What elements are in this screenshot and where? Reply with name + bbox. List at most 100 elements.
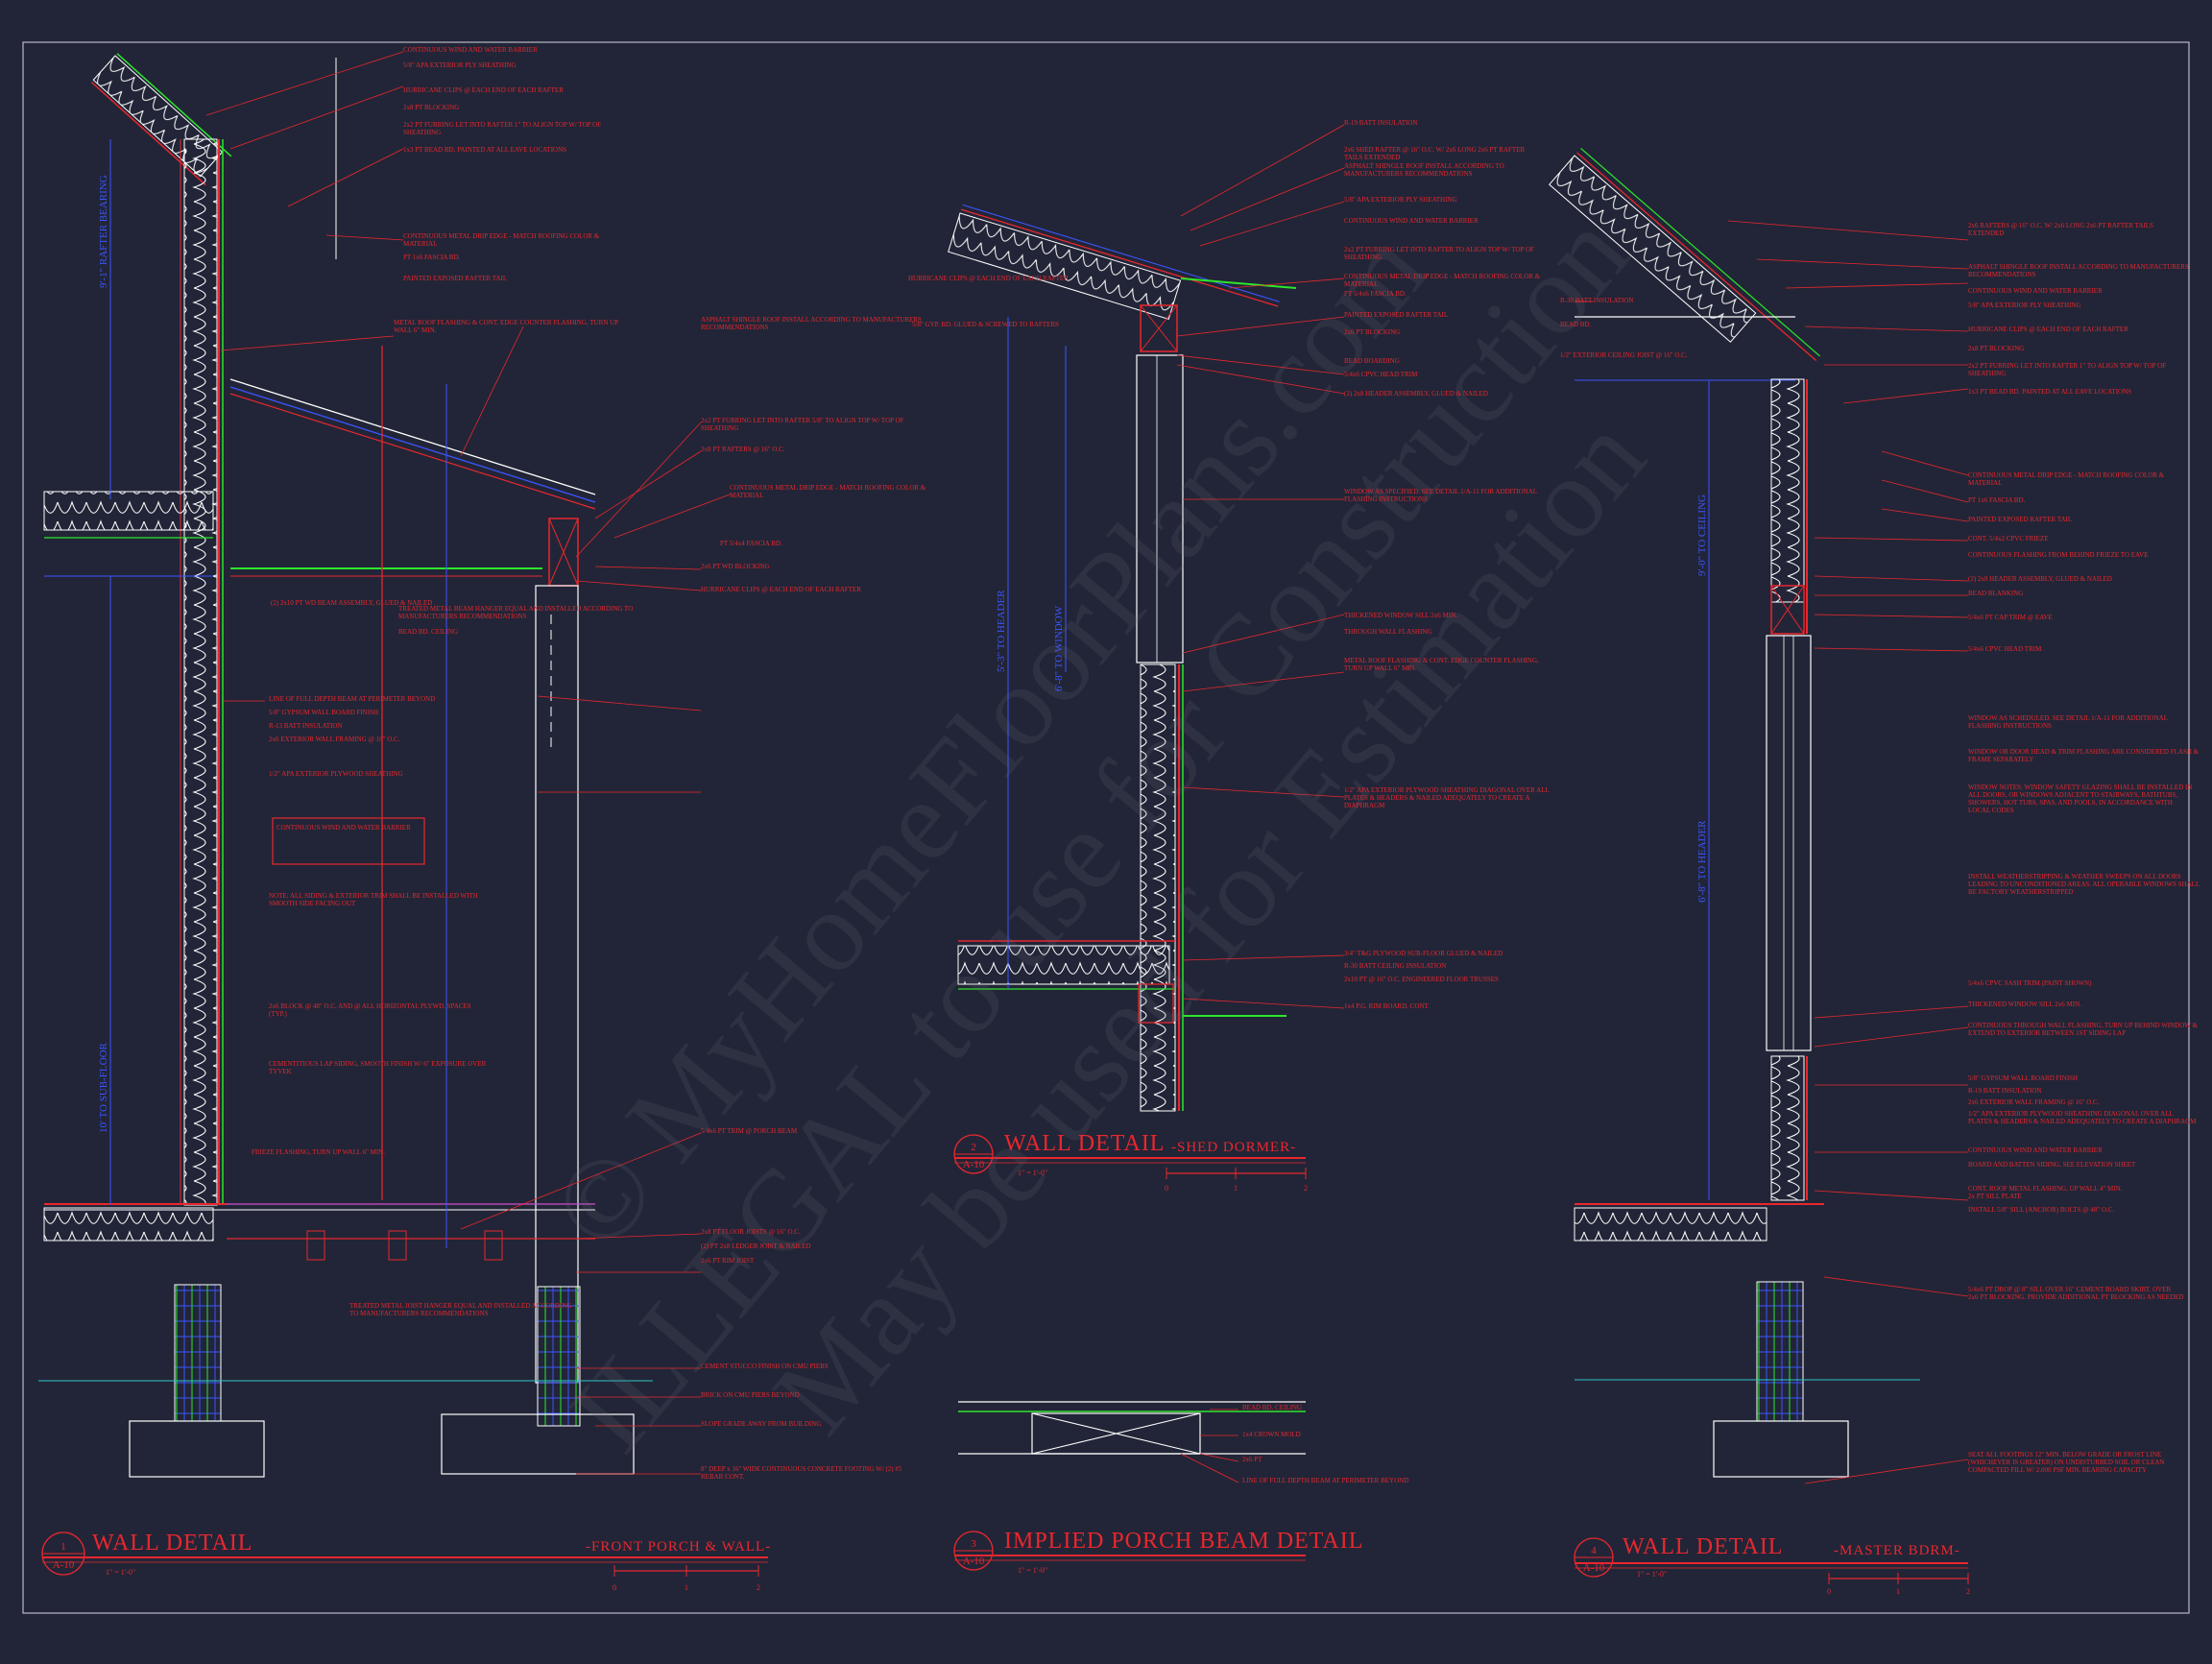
detail-2-shed-dormer bbox=[948, 124, 1345, 1179]
detail1-note: NOTE: ALL SIDING & EXTERIOR TRIM SHALL B… bbox=[269, 892, 478, 907]
detail1-note: 2x2 PT FURRING LET INTO RAFTER 5/8" TO A… bbox=[701, 417, 904, 432]
d1-wall-insulation bbox=[183, 138, 218, 1206]
d2-bar-2: 2 bbox=[1304, 1184, 1308, 1193]
detail-3-title-block: 3 A-10 IMPLIED PORCH BEAM DETAIL 1" = 1'… bbox=[963, 1529, 1363, 1575]
detail4-note: BEAD BD. bbox=[1560, 321, 1592, 328]
d2-bar-0: 0 bbox=[1165, 1184, 1168, 1193]
d2-subtitle: -SHED DORMER- bbox=[1171, 1140, 1296, 1155]
detail2-note: ASPHALT SHINGLE ROOF INSTALL ACCORDING T… bbox=[1344, 162, 1504, 178]
detail1-note: BRICK ON CMU PIERS BEYOND bbox=[701, 1391, 800, 1399]
d2-scale: 1" = 1'-0" bbox=[1018, 1169, 1047, 1177]
detail4-note: PT 1x6 FASCIA BD. bbox=[1968, 496, 2026, 504]
d2-bar-1: 1 bbox=[1234, 1184, 1238, 1193]
detail4-note: CONT. ROOF METAL FLASHING, UP WALL 4" MI… bbox=[1968, 1185, 2123, 1193]
detail1-note: 8" DEEP x 16" WIDE CONTINUOUS CONCRETE F… bbox=[701, 1465, 902, 1481]
detail4-note: INSTALL 5/8" SILL (ANCHOR) BOLTS @ 48" O… bbox=[1968, 1206, 2114, 1214]
d3-bubble-num: 3 bbox=[971, 1538, 976, 1550]
detail1-note: 1/2" APA EXTERIOR PLYWOOD SHEATHING bbox=[269, 770, 403, 778]
detail1-note: PAINTED EXPOSED RAFTER TAIL bbox=[403, 275, 507, 282]
detail4-note: 5/4x6 PT DROP @ 8" SILL OVER 16" CEMENT … bbox=[1968, 1286, 2183, 1301]
detail4-note: 5/4x6 CPVC SASH TRIM (PAINT SHOWN) bbox=[1968, 979, 2092, 987]
detail1-note: CEMENTITIOUS LAP SIDING, SMOOTH FINISH W… bbox=[269, 1060, 487, 1075]
detail3-note: BEAD BD. CEILING bbox=[1242, 1404, 1302, 1411]
detail1-note: FRIEZE FLASHING, TURN UP WALL 6" MIN. bbox=[252, 1148, 385, 1156]
detail1-note: LINE OF FULL DEPTH BEAM AT PERIMETER BEY… bbox=[269, 695, 435, 703]
detail4-note: HURRICANE CLIPS @ EACH END OF EACH RAFTE… bbox=[1968, 326, 2128, 333]
detail4-note: CONTINUOUS METAL DRIP EDGE - MATCH ROOFI… bbox=[1968, 471, 2165, 487]
detail2-note: PAINTED EXPOSED RAFTER TAIL bbox=[1344, 311, 1448, 319]
watermark: © MyHomeFloorPlans.com ILLEGAL to use fo… bbox=[526, 190, 1669, 1475]
detail2-note: THROUGH WALL FLASHING bbox=[1344, 628, 1431, 636]
detail4-note: 5/8" GYPSUM WALL BOARD FINISH bbox=[1968, 1074, 2078, 1082]
d1-bubble-sheet: A-10 bbox=[53, 1559, 75, 1571]
d1-scale: 1" = 1'-0" bbox=[106, 1568, 135, 1577]
detail2-note: CONTINUOUS METAL DRIP EDGE - MATCH ROOFI… bbox=[1344, 273, 1541, 288]
sheet-border bbox=[22, 41, 2190, 1614]
detail2-note: 5/8" APA EXTERIOR PLY SHEATHING bbox=[1344, 196, 1457, 204]
detail4-note: 2x6 EXTERIOR WALL FRAMING @ 16" O.C. bbox=[1968, 1098, 2100, 1106]
detail4-note: WINDOW OR DOOR HEAD & TRIM FLASHING ARE … bbox=[1968, 748, 2200, 763]
detail1-note: BEAD BD. CEILING bbox=[398, 628, 458, 636]
detail4-note: R-19 BATT INSULATION bbox=[1968, 1087, 2041, 1095]
detail2-note: THICKENED WINDOW SILL 2x6 MIN. bbox=[1344, 612, 1457, 619]
detail4-note: WINDOW NOTES: WINDOW SAFETY GLAZING SHAL… bbox=[1968, 784, 2192, 814]
d2-dim-b: 6'-8" TO WINDOW bbox=[1053, 605, 1065, 691]
detail1-note: CONTINUOUS WIND AND WATER BARRIER bbox=[276, 824, 411, 832]
detail-4-master-bdrm bbox=[1549, 148, 1969, 1584]
detail1-note: 2x8 PT RAFTERS @ 16" O.C. bbox=[701, 446, 785, 453]
detail4-note: (2) 2x8 HEADER ASSEMBLY, GLUED & NAILED bbox=[1968, 575, 2112, 583]
detail1-note: (2) PT 2x8 LEDGER JOIST & NAILED bbox=[701, 1242, 810, 1250]
detail1-note: PT 5/4x4 FASCIA BD. bbox=[720, 540, 782, 547]
detail2-note: 2x6 PT BLOCKING bbox=[1344, 328, 1400, 336]
watermark-line-2: ILLEGAL to use for Construction bbox=[545, 190, 1652, 1475]
detail-4-title-block: 4 A-10 WALL DETAIL -MASTER BDRM- 1" = 1'… bbox=[1583, 1534, 1970, 1596]
detail4-note: INSTALL WEATHERSTRIPPING & WEATHER SWEEP… bbox=[1968, 873, 2200, 896]
detail1-note: TREATED METAL JOIST HANGER EQUAL AND INS… bbox=[349, 1302, 571, 1317]
detail2-note: 1x4 P.G. RIM BOARD, CONT. bbox=[1344, 1002, 1430, 1010]
d1-siding-note-box bbox=[272, 817, 425, 865]
detail4-note: CONTINUOUS WIND AND WATER BARRIER bbox=[1968, 287, 2103, 295]
d1-dim-lower: 10' TO SUB-FLOOR bbox=[98, 1042, 109, 1133]
d2-dim-a: 5'-3" TO HEADER bbox=[996, 590, 1007, 672]
d2-bubble-num: 2 bbox=[971, 1142, 976, 1153]
detail4-note: 1/2" EXTERIOR CEILING JOIST @ 16" O.C. bbox=[1560, 351, 1688, 359]
detail4-note: BOARD AND BATTEN SIDING, SEE ELEVATION S… bbox=[1968, 1161, 2136, 1169]
detail1-note: (2) 2x10 PT WD BEAM ASSEMBLY, GLUED & NA… bbox=[271, 599, 432, 607]
detail4-note: CONTINUOUS THROUGH WALL FLASHING, TURN U… bbox=[1968, 1022, 2199, 1037]
detail1-note: HURRICANE CLIPS @ EACH END OF EACH RAFTE… bbox=[701, 586, 861, 593]
detail4-note: WINDOW AS SCHEDULED. SEE DETAIL 1/A-11 F… bbox=[1968, 714, 2168, 730]
d1-bubble-num: 1 bbox=[60, 1541, 66, 1553]
detail2-note: 2x2 PT FURRING LET INTO RAFTER TO ALIGN … bbox=[1344, 246, 1534, 261]
detail2-note: HURRICANE CLIPS @ EACH END OF EACH RAFTE… bbox=[908, 275, 1069, 282]
detail1-note: 2x8 PT FLOOR JOISTS @ 16" O.C. bbox=[701, 1228, 801, 1236]
detail-1-front-porch-wall bbox=[38, 51, 768, 1577]
detail4-note: 2x PT SILL PLATE bbox=[1968, 1193, 2022, 1200]
detail1-note: 5/4x6 PT TRIM @ PORCH BEAM bbox=[701, 1127, 798, 1135]
detail2-note: R-30 BATT CEILING INSULATION bbox=[1344, 962, 1446, 970]
detail4-note: 2x2 PT FURRING LET INTO RAFTER 1" TO ALI… bbox=[1968, 362, 2166, 377]
detail1-note: CONTINUOUS METAL DRIP EDGE - MATCH ROOFI… bbox=[730, 484, 926, 499]
detail2-note: R-19 BATT INSULATION bbox=[1344, 119, 1417, 127]
detail1-note: 5/8" GYPSUM WALL BOARD FINISH bbox=[269, 709, 378, 716]
detail2-note: 1/2" APA EXTERIOR PLYWOOD SHEATHING DIAG… bbox=[1344, 786, 1550, 809]
d4-bar-1: 1 bbox=[1896, 1587, 1900, 1596]
detail1-note: CEMENT STUCCO FINISH ON CMU PIERS bbox=[701, 1363, 829, 1370]
d4-bar-0: 0 bbox=[1827, 1587, 1831, 1596]
detail1-note: CONTINUOUS METAL DRIP EDGE - MATCH ROOFI… bbox=[403, 232, 600, 248]
d1-subtitle: -FRONT PORCH & WALL- bbox=[586, 1539, 771, 1555]
detail1-note: 1x3 PT BEAD BD. PAINTED AT ALL EAVE LOCA… bbox=[403, 146, 566, 154]
detail2-note: 3/4" T&G PLYWOOD SUB-FLOOR GLUED & NAILE… bbox=[1344, 950, 1503, 957]
detail1-note: PT 1x6 FASCIA BD. bbox=[403, 253, 461, 261]
detail4-note: CONTINUOUS FLASHING FROM BEHIND FRIEZE T… bbox=[1968, 551, 2148, 559]
detail4-note: PAINTED EXPOSED RAFTER TAIL bbox=[1968, 516, 2072, 523]
d4-bubble-sheet: A-10 bbox=[1583, 1562, 1605, 1574]
d4-subtitle: -MASTER BDRM- bbox=[1834, 1543, 1960, 1558]
detail3-note: LINE OF FULL DEPTH BEAM AT PERIMETER BEY… bbox=[1242, 1477, 1408, 1484]
detail4-note: CONT. 5/4x2 CPVC FRIEZE bbox=[1968, 535, 2049, 543]
detail4-note: 1/2" APA EXTERIOR PLYWOOD SHEATHING DIAG… bbox=[1968, 1110, 2197, 1125]
detail-2-title-block: 2 A-10 WALL DETAIL -SHED DORMER- 1" = 1'… bbox=[963, 1131, 1308, 1193]
detail4-note: 2x8 PT BLOCKING bbox=[1968, 345, 2024, 352]
detail1-note: 5/8" APA EXTERIOR PLY SHEATHING bbox=[403, 61, 517, 69]
